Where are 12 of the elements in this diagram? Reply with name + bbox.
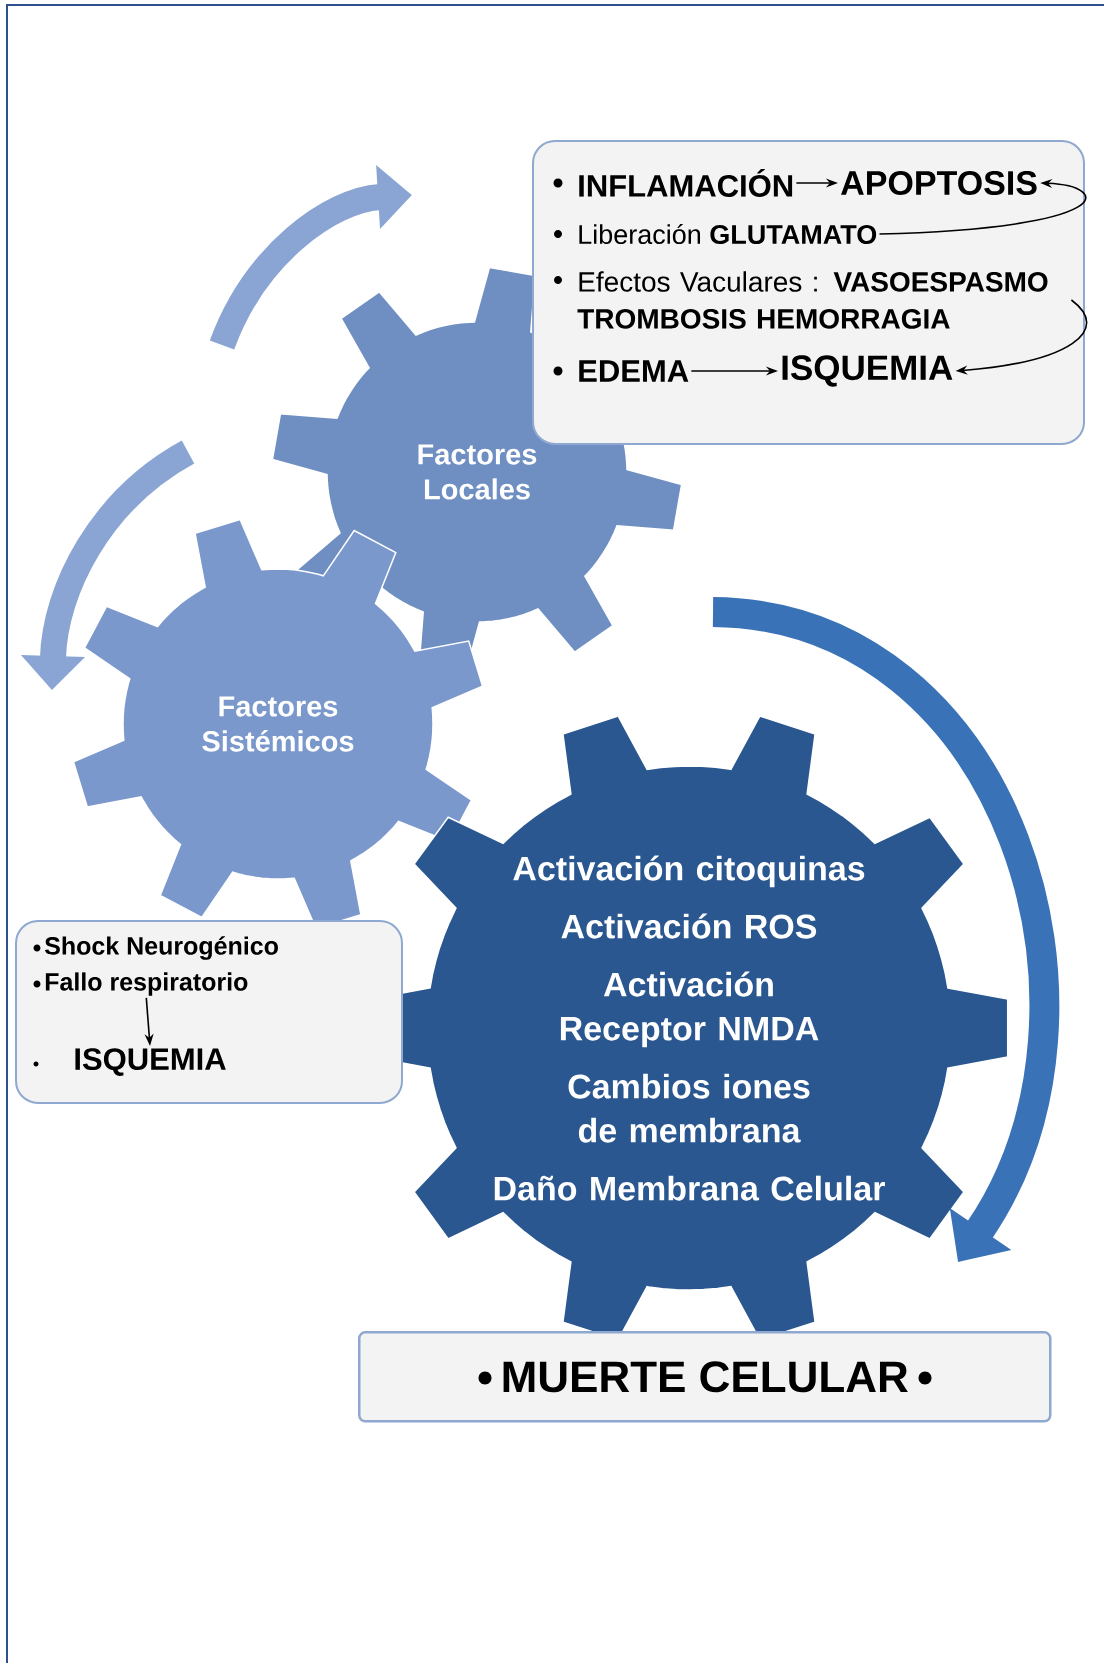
gear: Factores Sistémicos [72, 518, 484, 930]
label-text: INFLAMACIÓN [579, 169, 793, 197]
text-box: MUERTE CELULAR [358, 1331, 1052, 1423]
text-box [532, 140, 1085, 445]
label-text: Fallo respiratorio [45, 972, 248, 996]
gear: Activación citoquinas Activación ROS Activación Receptor NMDA Cambios iones de membrana Daño Membrana Celular [369, 715, 1009, 1341]
label-text: ISQUEMIA [75, 1048, 226, 1076]
label-text: Liberación GLUTAMATO [579, 223, 877, 245]
text-box [15, 920, 403, 1104]
label-text: APOPTOSIS [841, 170, 1037, 196]
label-text: ISQUEMIA [782, 355, 953, 387]
label-text: Shock Neurogénico [44, 936, 278, 960]
